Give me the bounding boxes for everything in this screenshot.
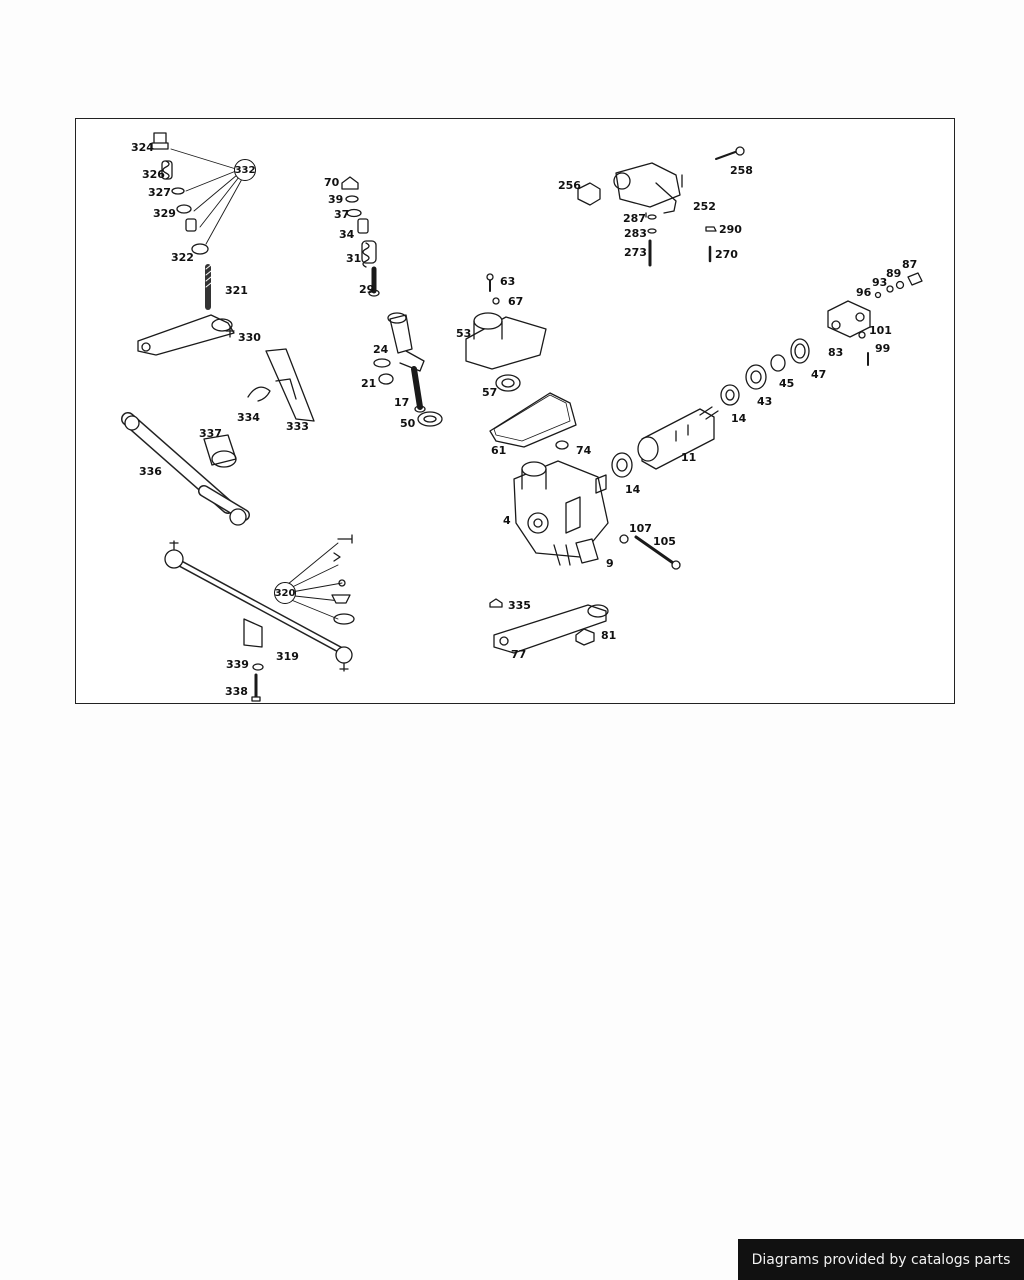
part-number-273: 273 [624,246,647,259]
part-number-39: 39 [328,193,344,206]
part-number-74: 74 [576,444,592,457]
part-group-332: 332 [234,159,256,181]
part-number-29: 29 [359,283,375,296]
part-number-336: 336 [139,465,162,478]
part-number-67: 67 [508,295,524,308]
part-number-290: 290 [719,223,742,236]
part-number-24: 24 [373,343,389,356]
part-number-77: 77 [511,648,527,661]
part-number-338: 338 [225,685,248,698]
part-number-81: 81 [601,629,617,642]
part-number-50: 50 [400,417,416,430]
part-number-333: 333 [286,420,309,433]
part-number-11: 11 [681,451,697,464]
part-number-4: 4 [503,514,511,527]
part-number-21: 21 [361,377,377,390]
part-number-287: 287 [623,212,646,225]
part-number-53: 53 [456,327,472,340]
part-number-321: 321 [225,284,248,297]
part-number-83: 83 [828,346,844,359]
part-number-283: 283 [624,227,647,240]
part-number-327: 327 [148,186,171,199]
part-number-87: 87 [902,258,918,271]
part-number-17: 17 [394,396,410,409]
part-number-34: 34 [339,228,355,241]
part-number-101: 101 [869,324,892,337]
part-number-37: 37 [334,208,350,221]
part-number-270: 270 [715,248,738,261]
part-number-322: 322 [171,251,194,264]
part-number-258: 258 [730,164,753,177]
exploded-steering-drawing [121,132,923,702]
part-number-334: 334 [237,411,260,424]
part-number-329: 329 [153,207,176,220]
part-number-70: 70 [324,176,340,189]
part-number-330: 330 [238,331,261,344]
part-number-337: 337 [199,427,222,440]
part-number-96: 96 [856,286,872,299]
part-number-14-upper: 14 [731,412,747,425]
part-number-57: 57 [482,386,498,399]
part-number-256: 256 [558,179,581,192]
part-number-14-lower: 14 [625,483,641,496]
part-number-105: 105 [653,535,676,548]
part-number-63: 63 [500,275,516,288]
part-number-339: 339 [226,658,249,671]
part-number-319: 319 [276,650,299,663]
part-number-45: 45 [779,377,795,390]
part-number-89: 89 [886,267,902,280]
part-number-99: 99 [875,342,891,355]
part-number-9: 9 [606,557,614,570]
part-number-61: 61 [491,444,507,457]
part-number-93: 93 [872,276,888,289]
part-number-335: 335 [508,599,531,612]
footer-credit: Diagrams provided by catalogs parts [738,1239,1024,1280]
part-group-320: 320 [274,582,296,604]
part-number-47: 47 [811,368,827,381]
part-number-324: 324 [131,141,154,154]
part-number-107: 107 [629,522,652,535]
part-number-43: 43 [757,395,773,408]
part-number-31: 31 [346,252,362,265]
part-number-252: 252 [693,200,716,213]
parts-diagram: 324 326 327 329 322 332 321 330 334 333 … [75,118,955,704]
part-number-326: 326 [142,168,165,181]
